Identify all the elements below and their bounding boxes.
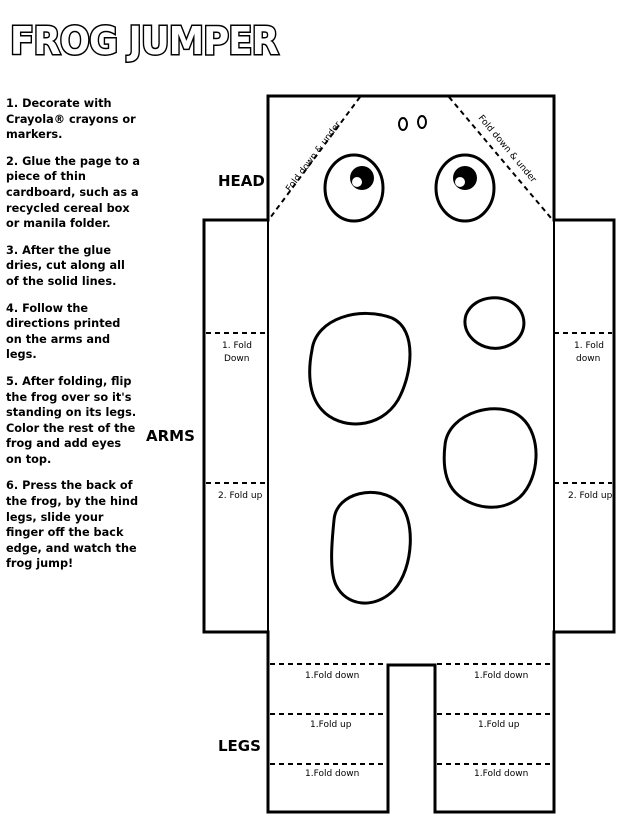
title-text: FROG JUMPER [10, 19, 279, 63]
arm-left-fold-1-text-b: Down [224, 354, 250, 364]
eye-left [323, 153, 385, 223]
instruction-step-4: 4. Follow the directions printed on the … [6, 301, 121, 362]
leg-left-fold-3-text: 1.Fold down [305, 769, 359, 779]
arm-right-fold-1-text-b: down [576, 354, 600, 364]
leg-right-fold-2-text: 1.Fold up [478, 720, 520, 730]
leg-left-fold-1-text: 1.Fold down [305, 671, 359, 681]
legs-label: LEGS [218, 737, 261, 755]
nostril-left [398, 117, 408, 131]
leg-right-fold-3-text: 1.Fold down [474, 769, 528, 779]
instruction-step-3: 3. After the glue dries, cut along all o… [6, 243, 125, 288]
spot-large-left [308, 311, 412, 426]
arms-label: ARMS [146, 427, 195, 445]
spot-bottom-left [330, 490, 412, 605]
arm-right-fold-1-text-a: 1. Fold [574, 341, 604, 351]
instruction-step-2: 2. Glue the page to a piece of thin card… [6, 154, 141, 231]
instruction-step-6: 6. Press the back of the frog, by the hi… [6, 479, 139, 571]
instruction-step-5: 5. After folding, flip the frog over so … [6, 374, 137, 466]
spot-small-top-right [463, 296, 526, 350]
leg-left-fold-2-text: 1.Fold up [310, 720, 352, 730]
arm-left-fold-2-text: 2. Fold up [218, 491, 263, 501]
instructions-list: 1. Decorate with Crayola® crayons or mar… [6, 96, 140, 583]
page-title: FROG JUMPER [9, 18, 282, 65]
nostril-right [417, 115, 427, 129]
frog-outline [202, 94, 616, 814]
leg-right-fold-1-text: 1.Fold down [474, 671, 528, 681]
arm-right-fold-2-text: 2. Fold up [568, 491, 613, 501]
instruction-step-1: 1. Decorate with Crayola® crayons or mar… [6, 97, 136, 142]
eye-right [434, 153, 496, 223]
arm-left-fold-1-text-a: 1. Fold [222, 341, 252, 351]
head-fold-line-left [269, 96, 361, 219]
spot-middle-right [442, 407, 538, 509]
head-label: HEAD [218, 172, 265, 190]
